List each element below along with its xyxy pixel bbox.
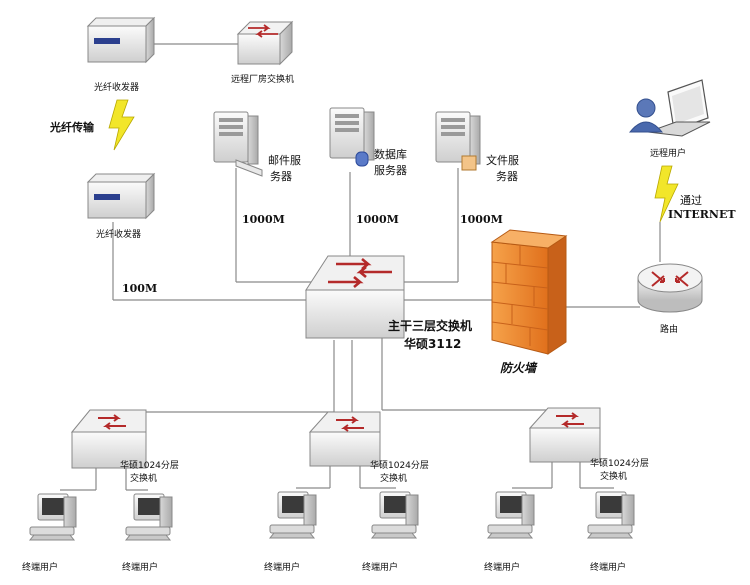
mail-server-label-1: 邮件服	[268, 154, 301, 167]
file-server-label-2: 务器	[496, 170, 518, 183]
link-speed-100m: 100M	[122, 282, 157, 295]
core-switch-label-2: 华硕3112	[404, 336, 461, 351]
terminal-label-6: 终端用户	[590, 561, 626, 573]
db-server-label-2: 服务器	[374, 164, 407, 177]
core-switch	[305, 255, 405, 339]
router-label: 路由	[660, 323, 678, 335]
internet-lightning-icon	[654, 165, 679, 223]
terminal-label-1: 终端用户	[22, 561, 58, 573]
access-switch-3	[528, 407, 601, 463]
firewall-label: 防火墙	[500, 361, 538, 375]
terminal-pc-4	[371, 491, 419, 539]
terminal-pc-3	[269, 491, 317, 539]
terminal-pc-1	[29, 493, 77, 541]
access-switch-2-label-1: 华硕1024分层	[370, 459, 429, 471]
fiber-transmission-label: 光纤传输	[49, 120, 95, 134]
mail-server	[213, 111, 263, 177]
terminal-pc-6	[587, 491, 635, 539]
fiber-transceiver-top	[87, 17, 155, 63]
access-switch-1-label-1: 华硕1024分层	[120, 459, 179, 471]
firewall-icon	[490, 229, 568, 355]
terminal-label-4: 终端用户	[362, 561, 398, 573]
access-switch-3-label-1: 华硕1024分层	[590, 457, 649, 469]
file-server-label-1: 文件服	[486, 153, 519, 167]
internet-label: INTERNET	[668, 208, 736, 221]
terminal-pc-5	[487, 491, 535, 539]
mail-server-label-2: 务器	[270, 170, 292, 183]
terminal-label-2: 终端用户	[122, 561, 158, 573]
db-server-label-1: 数据库	[374, 147, 407, 161]
core-switch-label-1: 主干三层交换机	[388, 318, 472, 333]
remote-plant-switch-label: 远程厂房交换机	[231, 73, 294, 85]
router	[637, 263, 703, 313]
access-switch-1	[70, 409, 147, 469]
remote-user-laptop	[647, 79, 711, 137]
terminal-label-5: 终端用户	[484, 561, 520, 573]
remote-user-label: 远程用户	[650, 147, 686, 159]
fiber-transceiver-bottom-label: 光纤收发器	[96, 228, 141, 240]
link-speed-1000m-file: 1000M	[460, 213, 503, 226]
access-switch-2-label-2: 交换机	[380, 472, 407, 484]
access-switch-2	[308, 411, 381, 467]
access-switch-3-label-2: 交换机	[600, 470, 627, 482]
terminal-label-3: 终端用户	[264, 561, 300, 573]
link-speed-1000m-mail: 1000M	[242, 213, 285, 226]
terminal-pc-2	[125, 493, 173, 541]
database-server	[329, 107, 375, 167]
file-server	[435, 111, 481, 171]
link-speed-1000m-db: 1000M	[356, 213, 399, 226]
fiber-transceiver-bottom	[87, 173, 155, 219]
remote-plant-switch	[236, 20, 294, 66]
fiber-lightning-icon	[108, 99, 135, 151]
via-label: 通过	[680, 194, 702, 207]
remote-user-person-icon	[628, 98, 664, 133]
fiber-transceiver-top-label: 光纤收发器	[94, 81, 139, 93]
access-switch-1-label-2: 交换机	[130, 472, 157, 484]
